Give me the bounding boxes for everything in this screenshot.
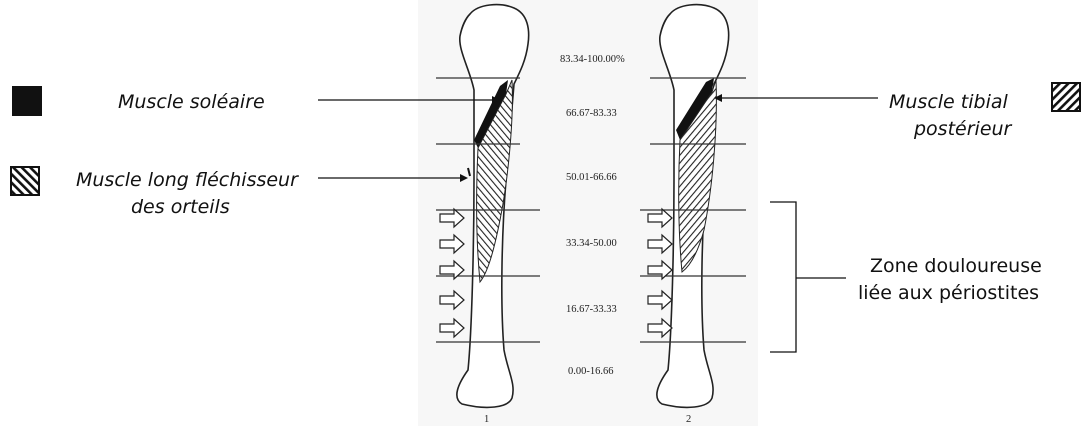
- segment-label-5: 16.67-33.33: [566, 304, 617, 315]
- segment-label-6: 0.00-16.66: [568, 366, 614, 377]
- segment-label-3: 50.01-66.66: [566, 172, 617, 183]
- figure-number-1: 1: [484, 414, 489, 425]
- figure-number-2: 2: [686, 414, 691, 425]
- pain-zone-bracket: [770, 202, 846, 352]
- segment-label-4: 33.34-50.00: [566, 238, 617, 249]
- segment-label-1: 83.34-100.00%: [560, 54, 625, 65]
- segment-label-2: 66.67-83.33: [566, 108, 617, 119]
